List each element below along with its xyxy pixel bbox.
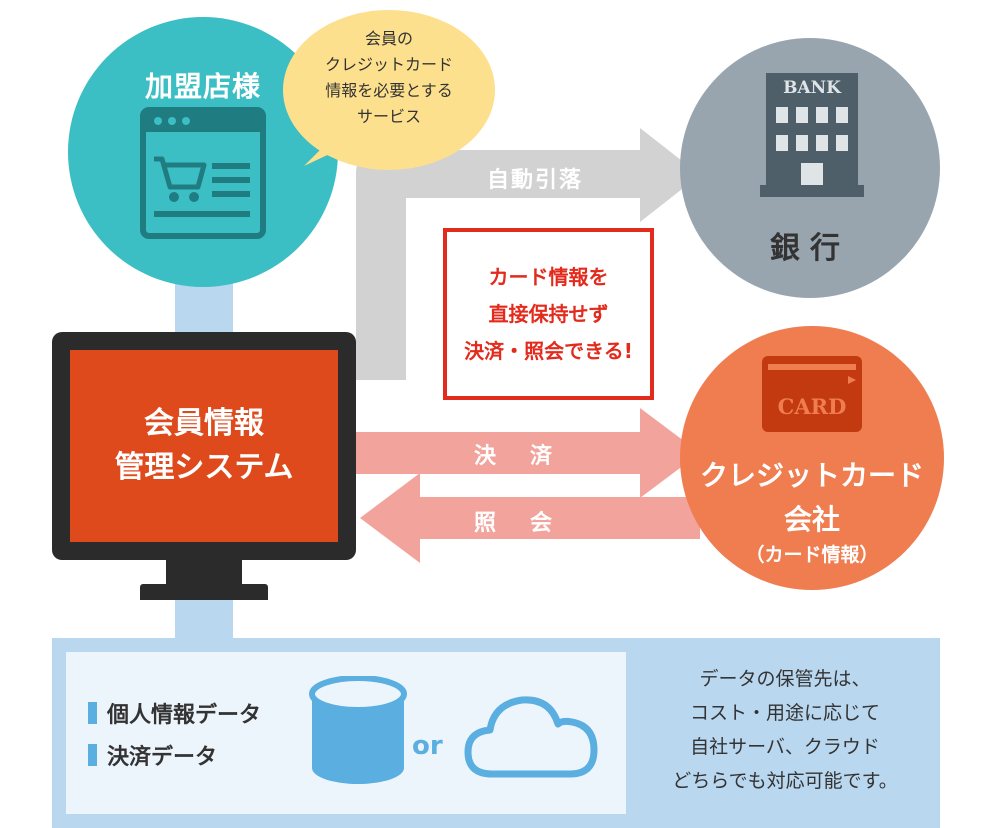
system-title: 会員情報 管理システム [114, 402, 293, 490]
system-screen: 会員情報 管理システム [70, 350, 338, 542]
or-label: or [412, 731, 443, 761]
card-company-node: CARD クレジットカード 会社 （カード情報） [680, 326, 944, 590]
data-type-label: 個人情報データ [107, 703, 262, 728]
monitor-stand-neck [166, 560, 242, 586]
shopping-cart-browser-icon [140, 107, 266, 239]
bank-building-icon: BANK [760, 73, 864, 197]
database-icon [309, 676, 407, 784]
system-monitor: 会員情報 管理システム [52, 332, 356, 560]
system-title-line: 会員情報 [143, 406, 264, 441]
merchant-node: 加盟店様 [68, 17, 338, 287]
debit-label: 自動引落 [486, 168, 583, 193]
inquiry-arrow [360, 473, 700, 563]
bullet-mark [88, 702, 97, 724]
storage-note: データの保管先は、 コスト・用途に応じて 自社サーバ、クラウド どちらでも対応可… [630, 662, 940, 798]
bullet-mark [88, 744, 97, 766]
cloud-icon [464, 696, 598, 778]
settlement-label: 決済 [473, 444, 586, 469]
needs-bubble [283, 10, 495, 170]
card-icon-label: CARD [778, 394, 847, 419]
bubble-line: 情報を必要とする [325, 81, 453, 100]
merchant-title: 加盟店様 [144, 70, 261, 103]
bubble-text: 会員の クレジットカード 情報を必要とする サービス [283, 26, 495, 130]
note-line: 自社サーバ、クラウド [690, 736, 880, 758]
bubble-tail [304, 140, 338, 166]
data-type-item: 個人情報データ [88, 697, 261, 729]
monitor-stand-base [140, 584, 268, 600]
data-type-label: 決済データ [107, 745, 218, 770]
callout-line: 直接保持せず [488, 301, 609, 326]
debit-arrow [356, 128, 700, 380]
callout-line: カード情報を [488, 264, 609, 289]
key-benefit-callout: カード情報を 直接保持せず 決済・照会できる! [443, 228, 654, 400]
connector-system-storage [175, 598, 233, 640]
note-line: コスト・用途に応じて [689, 702, 880, 724]
card-company-subtitle: （カード情報） [745, 544, 879, 566]
callout-text: カード情報を 直接保持せず 決済・照会できる! [464, 259, 633, 370]
bubble-line: 会員の [364, 29, 413, 48]
settlement-arrow [356, 408, 700, 498]
card-company-name-2: 会社 [783, 503, 840, 536]
bubble-line: クレジットカード [324, 55, 453, 74]
callout-line: 決済・照会できる! [464, 338, 633, 363]
bubble-line: サービス [356, 107, 421, 126]
bank-icon-label: BANK [783, 78, 842, 98]
bank-node: BANK 銀行 [680, 38, 940, 298]
data-type-item: 決済データ [88, 739, 217, 771]
credit-card-icon: CARD [762, 356, 862, 432]
note-line: どちらでも対応可能です。 [672, 770, 898, 792]
inquiry-label: 照会 [473, 511, 586, 536]
bank-label: 銀行 [770, 231, 850, 266]
card-company-name: クレジットカード [699, 459, 924, 492]
system-title-line: 管理システム [114, 450, 294, 485]
note-line: データの保管先は、 [699, 668, 871, 690]
